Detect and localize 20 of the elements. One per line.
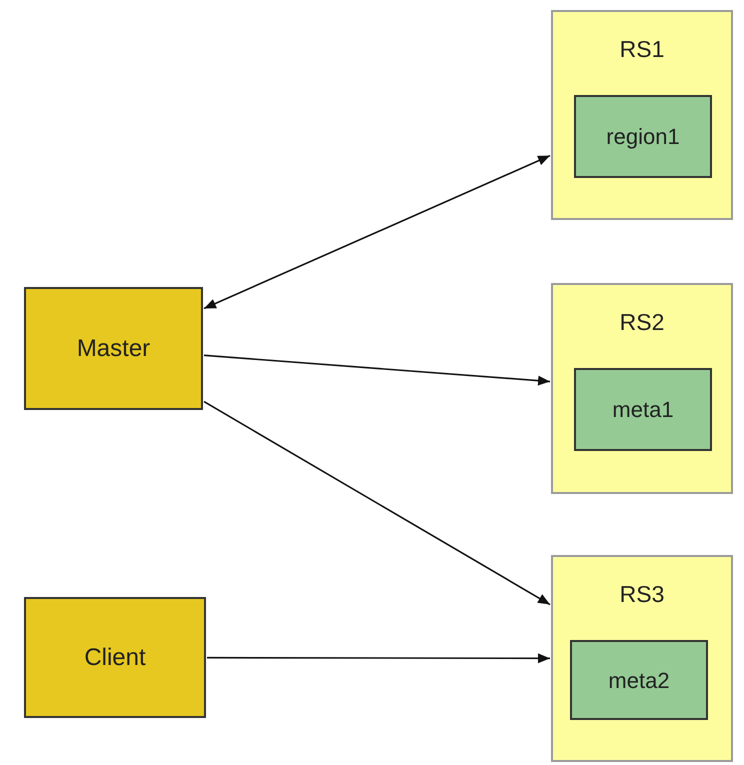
process-box — [24, 597, 206, 718]
region-label: region1 — [606, 123, 680, 151]
region-label: meta2 — [608, 666, 670, 694]
process-label: Client — [84, 642, 146, 672]
server-label: RS3 — [620, 583, 664, 606]
process-label: Master — [76, 334, 150, 364]
arrow — [204, 354, 550, 386]
process-box — [24, 287, 203, 410]
server-label: RS1 — [620, 38, 664, 61]
arrow — [204, 400, 550, 606]
server-label: RS2 — [620, 311, 664, 334]
region-box — [570, 640, 708, 720]
server-box — [551, 10, 733, 220]
server-box — [551, 283, 733, 494]
region-label: meta1 — [612, 396, 674, 424]
region-box — [574, 368, 712, 451]
arrow — [204, 154, 550, 310]
region-box — [574, 95, 712, 178]
server-box — [551, 555, 733, 762]
arrow — [207, 653, 550, 664]
